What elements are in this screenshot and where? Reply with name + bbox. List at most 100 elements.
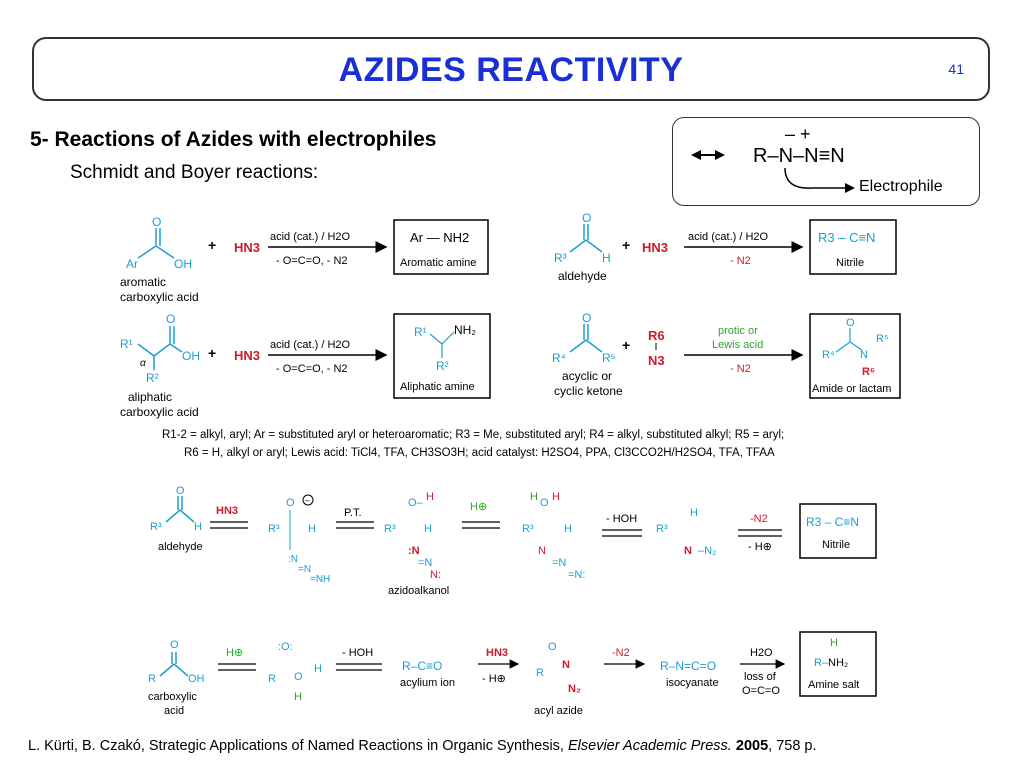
electrophile-label: Electrophile [859, 178, 943, 195]
svg-text:R: R [536, 667, 544, 679]
svg-text:O: O [176, 485, 185, 497]
aldehyde-label-1: aldehyde [558, 269, 607, 283]
aromatic-amine-formula: Ar — NH2 [410, 230, 469, 245]
definitions-line-2: R6 = H, alkyl or aryl; Lewis acid: TiCl4… [184, 447, 775, 459]
r6-reagent: R6 [648, 328, 665, 343]
svg-text:O: O [582, 211, 591, 225]
citation-publisher: Elsevier Academic Press. [567, 738, 732, 754]
nitrile-formula-1: R3 – C≡N [818, 230, 875, 245]
amine-salt-box [799, 631, 877, 697]
svg-text:=N:: =N: [568, 569, 585, 581]
conditions-4-line2: Lewis acid [712, 339, 763, 351]
svg-text:R³: R³ [522, 523, 534, 535]
svg-text:R: R [148, 673, 156, 685]
mech2-acyl-azide: O R N N₂ [536, 641, 581, 695]
svg-text:N: N [562, 659, 570, 671]
svg-text:H: H [308, 523, 316, 535]
svg-text:R⁵: R⁵ [602, 351, 616, 365]
svg-text::O:: :O: [278, 641, 293, 653]
mech2-start-label-2: acid [164, 705, 184, 717]
mech2-start-label-1: carboxylic [148, 691, 197, 703]
svg-text:–N₂: –N₂ [698, 545, 716, 557]
svg-text:R³: R³ [554, 251, 567, 265]
svg-text:O: O [846, 317, 855, 329]
svg-text:OH: OH [188, 673, 205, 685]
mech2-carboxylic-acid: O R OH [148, 639, 205, 685]
mech2-step2: - HOH [342, 647, 373, 659]
svg-text:=N: =N [418, 557, 432, 569]
svg-text:H: H [602, 251, 611, 265]
mech2-step3-top: HN3 [486, 647, 508, 659]
slide-title: AZIDES REACTIVITY [338, 51, 684, 89]
svg-text:R¹: R¹ [120, 337, 133, 351]
hn3-reagent-1: HN3 [234, 240, 260, 255]
aromatic-amine-label: Aromatic amine [400, 257, 476, 269]
section-subheading: Schmidt and Boyer reactions: [70, 162, 319, 183]
mech1-step3: H⊕ [470, 501, 487, 513]
aliphatic-acid-label-1: aliphatic [128, 390, 172, 404]
svg-text:O: O [286, 497, 295, 509]
svg-text:R–: R– [814, 657, 829, 669]
svg-text:H: H [314, 663, 322, 675]
svg-text:=NH: =NH [310, 574, 330, 585]
citation-pages: , 758 p. [768, 738, 817, 754]
ketone-structure: O R⁴ R⁵ [552, 311, 616, 365]
svg-text:N: N [684, 545, 692, 557]
mech2-step5-bottom: O=C=O [742, 685, 780, 697]
isocyanate-label: isocyanate [666, 677, 719, 689]
svg-text:N₂: N₂ [568, 683, 581, 695]
isocyanate-formula: R–N=C=O [660, 659, 716, 673]
nitrile-box-1 [809, 219, 897, 275]
amide-box [809, 313, 901, 399]
svg-text:O: O [294, 671, 303, 683]
svg-text:O: O [166, 312, 175, 326]
svg-text:R⁴: R⁴ [822, 349, 835, 361]
svg-text:+: + [208, 237, 216, 253]
citation: L. Kürti, B. Czakó, Strategic Applicatio… [28, 738, 817, 754]
svg-text:OH: OH [182, 349, 200, 363]
conditions-3-top: acid (cat.) / H2O [270, 339, 351, 351]
title-box: AZIDES REACTIVITY 41 [32, 37, 990, 101]
aldehyde-structure-1: O R³ H [554, 211, 611, 265]
svg-text:R²: R² [436, 359, 449, 373]
acyl-azide-label: acyl azide [534, 705, 583, 717]
page-number: 41 [948, 61, 964, 77]
svg-text:R³: R³ [150, 521, 162, 533]
svg-text:N: N [860, 349, 868, 361]
svg-text:N: N [538, 545, 546, 557]
aliphatic-acid-structure: R¹ O OH R² α [120, 312, 200, 385]
conditions-1-bottom: - O=C=O, - N2 [276, 255, 348, 267]
svg-text::N: :N [408, 545, 420, 557]
svg-text:O–: O– [408, 497, 424, 509]
svg-text:Ar: Ar [126, 257, 138, 271]
mech1-iminium: R³ H N –N₂ [656, 507, 716, 557]
svg-text:R²: R² [146, 371, 159, 385]
mech2-step5-mid: loss of [744, 671, 777, 683]
mech1-intermediate-1: O – R³ H :N =N =NH [268, 494, 330, 585]
svg-text:H: H [194, 521, 202, 533]
svg-text:R³: R³ [656, 523, 668, 535]
aromatic-amine-box [393, 219, 489, 275]
mech2-step5-top: H2O [750, 647, 773, 659]
svg-text:R: R [268, 673, 276, 685]
svg-text:+: + [622, 237, 630, 253]
mech1-step1: HN3 [216, 505, 238, 517]
aliphatic-acid-label-2: carboxylic acid [120, 405, 199, 419]
nitrile-formula-2: R3 – C≡N [806, 515, 859, 529]
svg-text:H: H [564, 523, 572, 535]
svg-text:R³: R³ [384, 523, 396, 535]
mech1-step5-top: -N2 [750, 513, 768, 525]
svg-text:H: H [690, 507, 698, 519]
hn3-reagent-3: HN3 [234, 348, 260, 363]
svg-text:H: H [424, 523, 432, 535]
electrophile-box: – + R–N–N≡N Electrophile [672, 117, 980, 206]
conditions-2-bottom: - N2 [730, 255, 751, 267]
svg-text:+: + [208, 345, 216, 361]
aromatic-acid-label-1: aromatic [120, 275, 166, 289]
aliphatic-amine-label: Aliphatic amine [400, 381, 475, 393]
mech2-step3-bottom: - H⊕ [482, 673, 506, 685]
ketone-label-1: acyclic or [562, 369, 612, 383]
svg-text:O: O [582, 311, 591, 325]
definitions-line-1: R1-2 = alkyl, aryl; Ar = substituted ary… [162, 429, 784, 441]
mech1-start-label: aldehyde [158, 541, 203, 553]
